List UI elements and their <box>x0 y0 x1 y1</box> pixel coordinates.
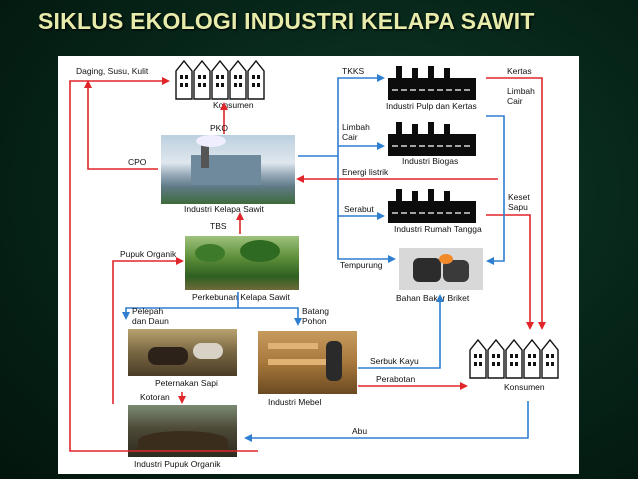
consumer-top-building-icon <box>176 61 264 99</box>
arrow-cpo <box>88 82 158 169</box>
label-pulp: Industri Pulp dan Kertas <box>386 101 477 111</box>
flow-pko: PKO <box>210 123 228 133</box>
label-briket: Bahan Bakar Briket <box>396 293 470 303</box>
flow-abu: Abu <box>352 426 367 436</box>
label-peternakan: Peternakan Sapi <box>155 378 218 388</box>
label-konsumen-bottom: Konsumen <box>504 382 545 392</box>
label-biogas: Industri Biogas <box>402 156 458 166</box>
flow-serabut: Serabut <box>344 204 374 214</box>
label-pupuk-organik: Industri Pupuk Organik <box>134 459 221 469</box>
flow-serbuk: Serbuk Kayu <box>370 356 419 366</box>
label-industri-mebel: Industri Mebel <box>268 397 321 407</box>
arrow-limbah-cair-right <box>486 116 504 261</box>
pulp-factory-icon <box>388 66 476 100</box>
arrow-batang <box>238 308 298 324</box>
flow-energi: Energi listrik <box>342 167 389 177</box>
label-konsumen-top: Konsumen <box>213 100 254 110</box>
label-rumah-tangga: Industri Rumah Tangga <box>394 224 482 234</box>
consumer-bottom-building-icon <box>470 340 558 378</box>
flow-tbs: TBS <box>210 221 227 231</box>
flow-perabotan: Perabotan <box>376 374 415 384</box>
label-perkebunan: Perkebunan Kelapa Sawit <box>192 292 290 302</box>
flow-daging: Daging, Susu, Kulit <box>76 66 149 76</box>
flow-tkks: TKKS <box>342 66 365 76</box>
diagram-panel: Konsumen Industri Kelapa Sawit Perkebuna… <box>58 56 579 474</box>
biogas-factory-icon <box>388 122 476 156</box>
arrow-tkks <box>298 78 383 156</box>
flow-cpo: CPO <box>128 157 147 167</box>
arrow-keset <box>486 215 530 328</box>
flow-kotoran: Kotoran <box>140 392 170 402</box>
eco-cycle-diagram: Konsumen Industri Kelapa Sawit Perkebuna… <box>58 56 579 474</box>
flow-kertas: Kertas <box>507 66 532 76</box>
flow-tempurung: Tempurung <box>340 260 383 270</box>
label-industri-kelapa-sawit: Industri Kelapa Sawit <box>184 204 264 214</box>
flow-pupuk: Pupuk Organik <box>120 249 177 259</box>
slide-title: SIKLUS EKOLOGI INDUSTRI KELAPA SAWIT <box>38 8 535 35</box>
household-factory-icon <box>388 189 476 223</box>
